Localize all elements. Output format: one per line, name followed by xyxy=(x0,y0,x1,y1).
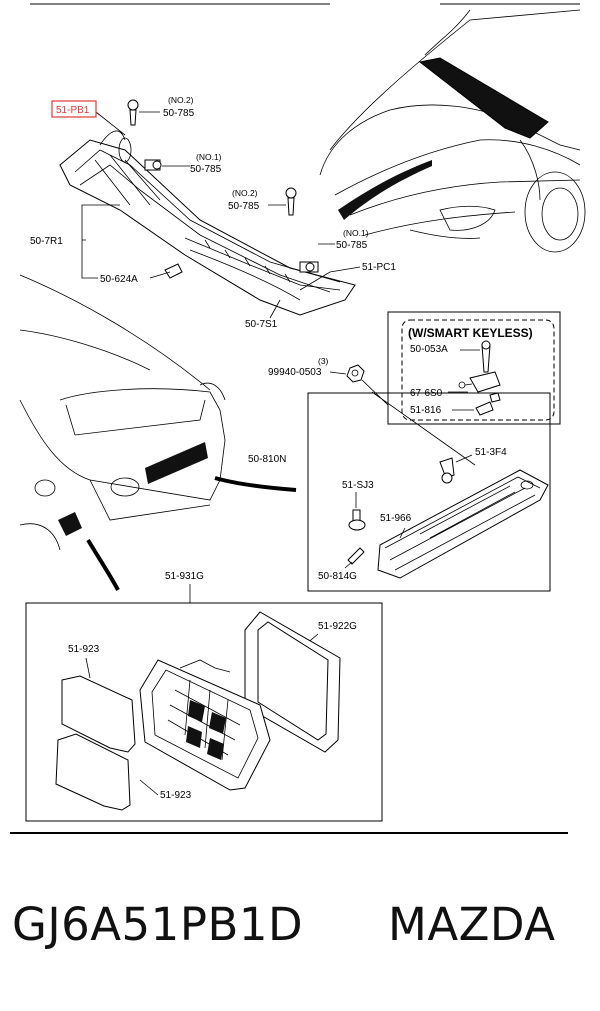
leader-3f4 xyxy=(455,454,473,463)
leader-7r1 xyxy=(81,204,120,279)
brand-caption: MAZDA xyxy=(388,898,556,951)
label-51-pc1: 51-PC1 xyxy=(362,262,396,273)
label-50-624a: 50-624A xyxy=(100,274,138,285)
label-51-sj3: 51-SJ3 xyxy=(342,480,374,491)
clip-50-624a xyxy=(164,263,183,279)
label-no1-a: (NO.1) xyxy=(196,152,222,162)
leader-966 xyxy=(399,527,406,539)
leader-814g xyxy=(344,561,353,569)
label-no2-a: (NO.2) xyxy=(168,95,194,105)
front-car-illustration xyxy=(319,9,586,253)
label-51-966: 51-966 xyxy=(380,513,412,524)
label-smart-keyless: (W/SMART KEYLESS) xyxy=(408,326,533,340)
smart-keyless-dashed-frame xyxy=(401,319,555,421)
cowl-grille-assembly xyxy=(59,130,356,316)
label-51-923-b: 51-923 xyxy=(160,790,192,801)
label-50-810n: 50-810N xyxy=(248,454,286,465)
bumper-51-sj3 xyxy=(348,509,366,531)
lamp-housing xyxy=(139,659,271,791)
label-no1-b: (NO.1) xyxy=(343,228,369,238)
lens-51-923-a xyxy=(61,675,136,753)
leader-pb1 xyxy=(95,111,126,136)
clip-50-785-d xyxy=(299,261,319,273)
smart-keyless-parts xyxy=(458,340,501,416)
lens-51-923-b xyxy=(55,733,131,811)
leader-99940 xyxy=(329,371,347,375)
label-51-3f4: 51-3F4 xyxy=(475,447,507,458)
label-51-931g: 51-931G xyxy=(165,571,204,582)
label-51-pb1: 51-PB1 xyxy=(56,105,90,116)
highlight-box xyxy=(51,100,97,118)
gasket-51-922g xyxy=(244,611,341,753)
leader-923-a xyxy=(85,657,91,679)
smart-keyless-box xyxy=(387,311,561,425)
label-67-6s0: 67-6S0 xyxy=(410,388,443,399)
leader-624a xyxy=(149,271,171,279)
label-qty-3: (3) xyxy=(318,356,329,366)
rear-car-illustration xyxy=(19,274,297,591)
label-51-816: 51-816 xyxy=(410,405,442,416)
clip-50-785-a xyxy=(127,99,139,126)
label-no2-b: (NO.2) xyxy=(232,188,258,198)
label-50-785-d: 50-785 xyxy=(336,240,368,251)
label-51-922g: 51-922G xyxy=(318,621,357,632)
nut-99940-0503 xyxy=(346,364,365,383)
leader-nut-to-garnish xyxy=(361,379,476,466)
label-50-814g: 50-814G xyxy=(318,571,357,582)
tailgate-garnish xyxy=(377,469,549,579)
label-99940-0503: 99940-0503 xyxy=(268,367,322,378)
label-50-785-a: 50-785 xyxy=(163,108,195,119)
clip-50-785-c xyxy=(285,187,297,216)
part-number-caption: GJ6A51PB1D xyxy=(12,898,304,951)
screw-51-3f4 xyxy=(439,457,455,484)
leader-pc1 xyxy=(299,266,361,291)
license-lamp-box xyxy=(25,602,383,822)
clip-50-814g xyxy=(347,547,365,565)
label-50-7r1: 50-7R1 xyxy=(30,236,63,247)
label-51-923-a: 51-923 xyxy=(68,644,100,655)
label-50-7s1: 50-7S1 xyxy=(245,319,278,330)
clip-50-785-b xyxy=(144,159,162,171)
label-50-785-c: 50-785 xyxy=(228,201,260,212)
leader-923-b xyxy=(139,779,159,796)
label-50-785-b: 50-785 xyxy=(190,164,222,175)
leader-7s1 xyxy=(269,299,281,319)
parts-diagram: 51-PB1 (NO.2) 50-785 (NO.1) 50-785 (NO.2… xyxy=(10,3,586,834)
garnish-box xyxy=(307,392,551,592)
label-50-053a: 50-053A xyxy=(410,344,448,355)
